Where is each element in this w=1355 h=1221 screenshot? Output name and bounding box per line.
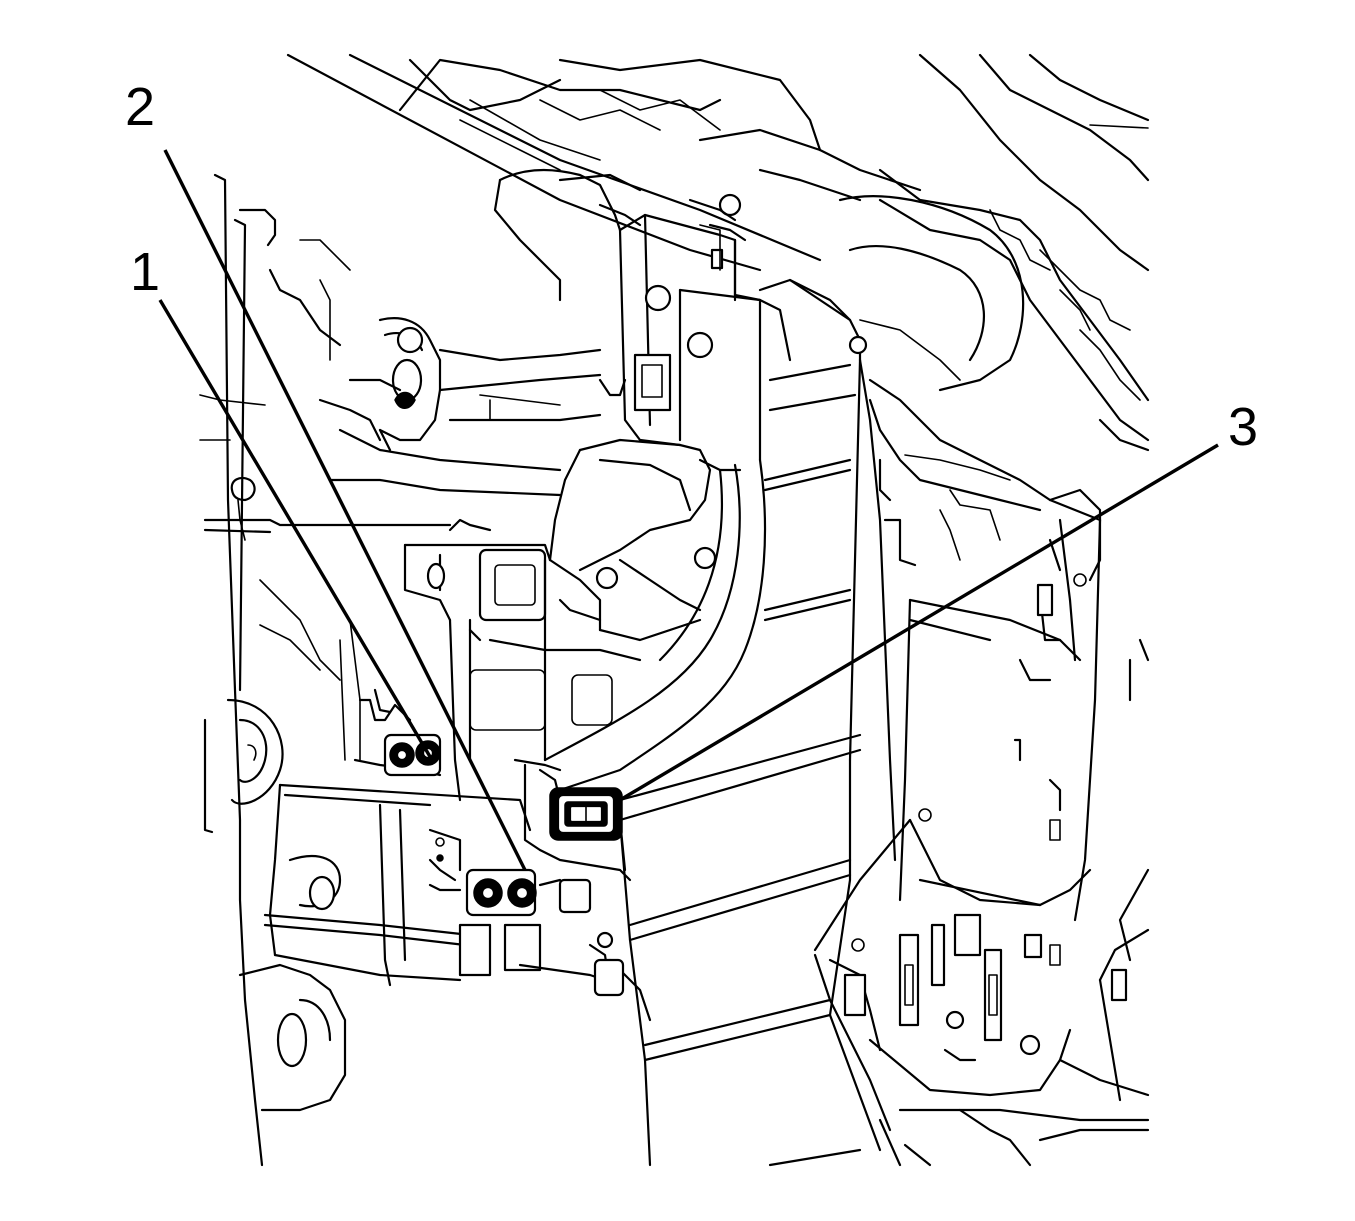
callout-1-leader [158, 299, 434, 761]
callout-3-leader [619, 443, 1219, 802]
lower-left-bracket [238, 688, 652, 1112]
lower-housing [618, 638, 1150, 1167]
upper-dash-structure [286, 53, 1150, 452]
callout-1-label: 1 [130, 242, 160, 302]
center-lower-frame [403, 518, 642, 882]
left-side-frame [199, 173, 452, 1167]
callout-3-label: 3 [1228, 397, 1258, 457]
callout-2-leader [163, 149, 527, 871]
steering-column-area [318, 317, 627, 497]
callout-labels: 1 2 3 [125, 77, 1258, 457]
center-bracket [493, 168, 767, 792]
center-stack-frame [758, 278, 1102, 922]
callout-leaders [158, 149, 1219, 871]
callout-2-label: 2 [125, 77, 155, 137]
